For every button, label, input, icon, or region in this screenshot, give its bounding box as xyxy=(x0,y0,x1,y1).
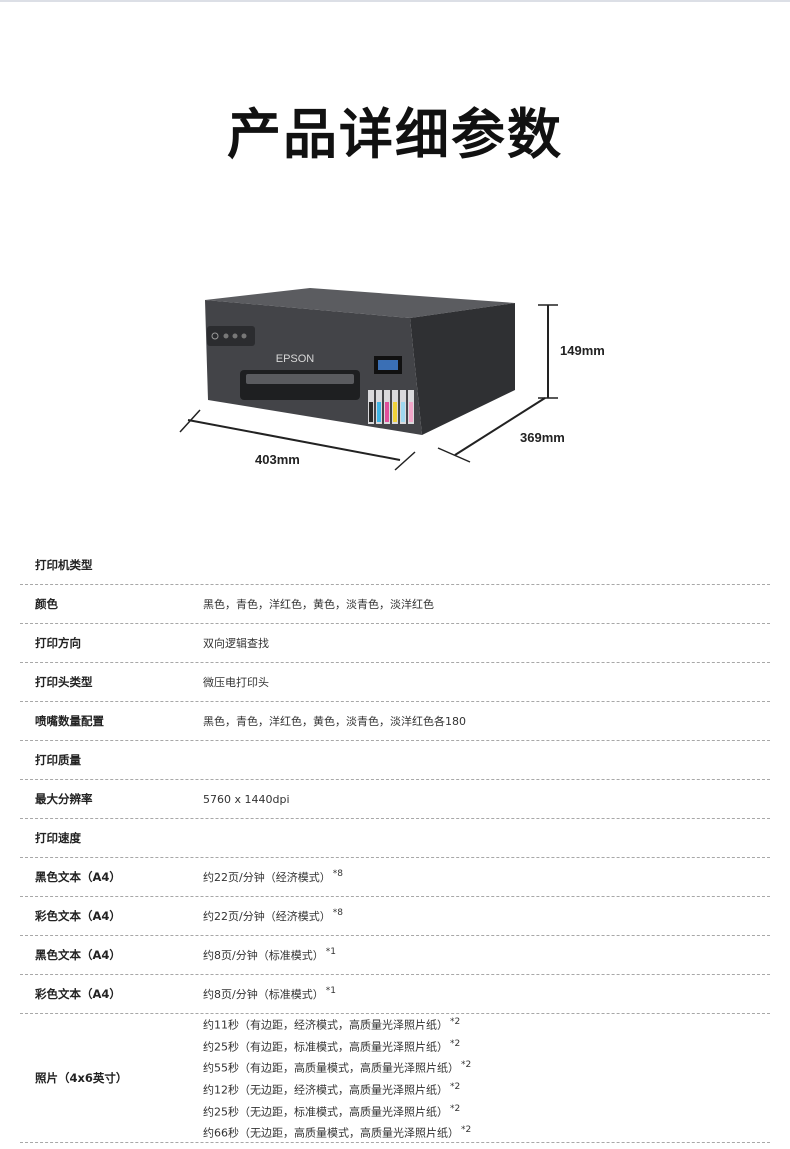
spec-key: 打印方向 xyxy=(35,636,81,650)
footnote-marker: *2 xyxy=(450,1017,461,1028)
photo-speed-line: 约11秒（有边距，经济模式，高质量光泽照片纸）*2 xyxy=(203,1013,770,1035)
spec-value-text: 约22页/分钟（经济模式） xyxy=(203,910,331,923)
spec-key: 打印机类型 xyxy=(35,558,93,572)
photo-speed-text: 约11秒（有边距，经济模式，高质量光泽照片纸） xyxy=(203,1018,448,1032)
footnote-marker: *2 xyxy=(450,1103,461,1114)
brand-logo: EPSON xyxy=(276,353,315,365)
spec-row: 黑色文本（A4） 约22页/分钟（经济模式）*8 xyxy=(20,858,770,897)
spec-value-text: 5760 x 1440dpi xyxy=(203,792,290,806)
height-dim-label: 149mm xyxy=(560,343,605,358)
spec-value-text: 黑色，青色，洋红色，黄色，淡青色，淡洋红色 xyxy=(203,598,434,611)
spec-key: 喷嘴数量配置 xyxy=(35,714,104,728)
spec-row: 喷嘴数量配置 黑色，青色，洋红色，黄色，淡青色，淡洋红色各180 xyxy=(20,702,770,741)
spec-value-text: 黑色，青色，洋红色，黄色，淡青色，淡洋红色各180 xyxy=(203,715,466,728)
printer-right-side xyxy=(410,303,515,435)
spec-row: 打印质量 xyxy=(20,741,770,780)
page-title: 产品详细参数 xyxy=(227,103,563,166)
spec-row: 打印头类型 微压电打印头 xyxy=(20,663,770,702)
depth-dim-label: 369mm xyxy=(520,430,565,445)
spec-value: 约8页/分钟（标准模式）*1 xyxy=(203,986,770,1002)
width-dim-label: 403mm xyxy=(255,452,300,467)
ink-level xyxy=(377,402,381,422)
photo-speed-text: 约66秒（无边距，高质量模式，高质量光泽照片纸） xyxy=(203,1126,459,1140)
button-icon xyxy=(241,333,247,339)
depth-dim-line xyxy=(454,397,546,456)
printer-top xyxy=(205,288,515,318)
footnote-marker: *2 xyxy=(461,1060,472,1071)
button-icon xyxy=(232,333,238,339)
photo-speed-line: 约25秒（有边距，标准模式，高质量光泽照片纸）*2 xyxy=(203,1035,770,1057)
spec-key: 打印速度 xyxy=(35,831,81,845)
ink-level xyxy=(393,402,397,422)
spec-value: 双向逻辑查找 xyxy=(203,635,770,651)
spec-row: 彩色文本（A4） 约22页/分钟（经济模式）*8 xyxy=(20,897,770,936)
ink-tanks xyxy=(368,390,414,424)
top-divider xyxy=(0,0,790,2)
spec-key: 打印质量 xyxy=(35,753,81,767)
spec-value: 微压电打印头 xyxy=(203,674,770,690)
ink-level xyxy=(369,402,373,422)
ink-level xyxy=(385,402,389,422)
spec-value-text: 约8页/分钟（标准模式） xyxy=(203,949,324,962)
photo-speed-line: 约25秒（无边距，标准模式，高质量光泽照片纸）*2 xyxy=(203,1100,770,1122)
spec-value-text: 约22页/分钟（经济模式） xyxy=(203,871,331,884)
printer-illustration: EPSON 149mm 369mm 403mm xyxy=(179,288,605,471)
spec-key: 黑色文本（A4） xyxy=(35,948,121,962)
spec-row: 彩色文本（A4） 约8页/分钟（标准模式）*1 xyxy=(20,975,770,1014)
printer-front xyxy=(205,300,422,435)
footnote-marker: *1 xyxy=(325,947,336,958)
footnote-marker: *1 xyxy=(325,986,336,997)
spec-value: 约22页/分钟（经济模式）*8 xyxy=(203,908,770,924)
footnote-marker: *2 xyxy=(450,1082,461,1092)
footnote-marker: *8 xyxy=(332,869,343,880)
spec-value: 5760 x 1440dpi xyxy=(203,793,770,806)
photo-speed-text: 约25秒（有边距，标准模式，高质量光泽照片纸） xyxy=(203,1040,448,1054)
spec-row: 颜色 黑色，青色，洋红色，黄色，淡青色，淡洋红色 xyxy=(20,585,770,624)
spec-row: 打印方向 双向逻辑查找 xyxy=(20,624,770,663)
spec-value-text: 双向逻辑查找 xyxy=(203,637,269,650)
spec-key: 照片（4x6英寸） xyxy=(35,1071,128,1085)
photo-speed-text: 约25秒（无边距，标准模式，高质量光泽照片纸） xyxy=(203,1105,448,1119)
photo-speed-line: 约12秒（无边距，经济模式，高质量光泽照片纸）*2 xyxy=(203,1078,770,1100)
spec-key: 颜色 xyxy=(35,597,58,611)
button-icon xyxy=(223,333,229,339)
paper-tray xyxy=(246,374,354,384)
spec-row: 黑色文本（A4） 约8页/分钟（标准模式）*1 xyxy=(20,936,770,975)
spec-value: 约8页/分钟（标准模式）*1 xyxy=(203,947,770,963)
photo-speed-line: 约66秒（无边距，高质量模式，高质量光泽照片纸）*2 xyxy=(203,1121,770,1143)
control-panel xyxy=(207,326,255,346)
ink-level xyxy=(409,402,413,422)
footnote-marker: *8 xyxy=(332,908,343,919)
footnote-marker: *2 xyxy=(461,1125,472,1136)
spec-key: 黑色文本（A4） xyxy=(35,870,121,884)
photo-speed-text: 约55秒（有边距，高质量模式，高质量光泽照片纸） xyxy=(203,1062,459,1075)
spec-row: 打印速度 xyxy=(20,819,770,858)
spec-row: 最大分辨率 5760 x 1440dpi xyxy=(20,780,770,819)
spec-key: 彩色文本（A4） xyxy=(35,987,121,1001)
spec-key: 最大分辨率 xyxy=(35,792,93,806)
spec-table: 打印机类型颜色黑色，青色，洋红色，黄色，淡青色，淡洋红色打印方向双向逻辑查找打印… xyxy=(20,546,770,1143)
spec-value: 黑色，青色，洋红色，黄色，淡青色，淡洋红色 xyxy=(203,596,770,612)
power-button-icon xyxy=(211,332,219,340)
photo-speed-line: 约55秒（有边距，高质量模式，高质量光泽照片纸）*2 xyxy=(203,1056,770,1078)
spec-key: 打印头类型 xyxy=(35,675,93,689)
lcd-screen-content xyxy=(378,360,398,370)
photo-speed-text: 约12秒（无边距，经济模式，高质量光泽照片纸） xyxy=(203,1083,448,1097)
spec-row: 打印机类型 xyxy=(20,546,770,585)
spec-value: 约22页/分钟（经济模式）*8 xyxy=(203,869,770,885)
spec-value-text: 微压电打印头 xyxy=(203,676,269,689)
spec-value-text: 约8页/分钟（标准模式） xyxy=(203,988,324,1001)
ink-level xyxy=(401,402,405,422)
footnote-marker: *2 xyxy=(450,1038,461,1049)
width-dim-line xyxy=(187,419,401,461)
spec-value: 黑色，青色，洋红色，黄色，淡青色，淡洋红色各180 xyxy=(203,713,770,729)
spec-key: 彩色文本（A4） xyxy=(35,909,121,923)
